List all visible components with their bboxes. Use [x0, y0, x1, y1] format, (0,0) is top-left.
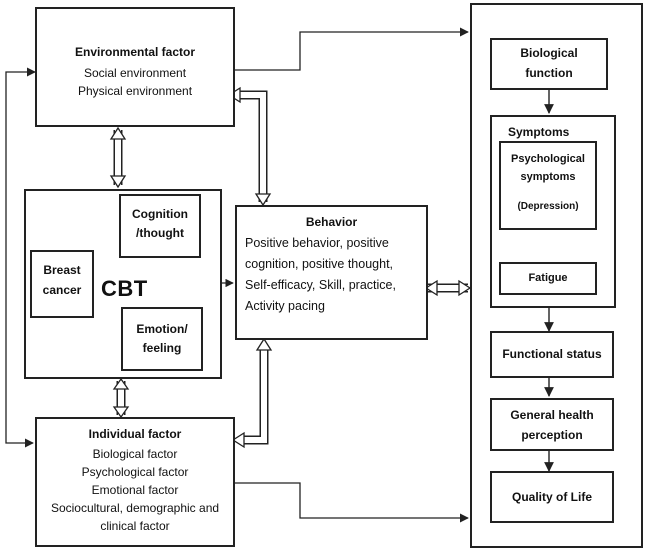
behavior-line-2: cognition, positive thought, — [245, 257, 394, 271]
psychological-factor-label: Psychological factor — [81, 465, 189, 479]
cognition-line-2: /thought — [136, 226, 184, 240]
functional-status-box: Functional status — [490, 331, 614, 378]
left-loop-arrow — [5, 67, 36, 448]
behavior-box: Behavior Positive behavior, positive cog… — [235, 205, 428, 340]
breast-cancer-box: Breast cancer — [30, 250, 94, 318]
general-health-line-1: General health — [510, 408, 594, 422]
biological-line-1: Biological — [520, 46, 578, 60]
behavior-line-1: Positive behavior, positive — [245, 236, 389, 250]
fatigue-label: Fatigue — [528, 272, 568, 284]
outcomes-panel — [470, 3, 643, 548]
behavior-line-4: Activity pacing — [245, 299, 325, 313]
individual-factor-box: Individual factor Biological factor Psyc… — [35, 417, 235, 547]
emotion-line-1: Emotion/ — [136, 322, 188, 336]
behavior-title: Behavior — [305, 215, 358, 229]
cognition-box: Cognition /thought — [119, 194, 201, 258]
cognition-line-1: Cognition — [132, 207, 188, 221]
env-cbt-double-arrow — [109, 126, 127, 189]
emotion-line-2: feeling — [142, 341, 182, 355]
cbt-individual-double-arrow — [112, 377, 130, 419]
individual-factor-title: Individual factor — [88, 427, 182, 441]
clinical-factor-label: clinical factor — [100, 519, 170, 533]
sociocultural-label: Sociocultural, demographic and — [50, 501, 220, 515]
individual-to-outcomes-arrow — [235, 482, 469, 523]
biological-line-2: function — [525, 66, 573, 80]
general-health-box: General health perception — [490, 398, 614, 451]
env-behavior-double-arrow — [227, 86, 272, 207]
breast-cancer-line-1: Breast — [43, 263, 81, 277]
biological-function-box: Biological function — [490, 38, 608, 90]
psychological-line-2: symptoms — [520, 171, 576, 183]
behavior-line-3: Self-efficacy, Skill, practice, — [245, 278, 396, 292]
cbt-label: CBT — [101, 276, 148, 301]
psychological-symptoms-box: Psychological symptoms (Depression) — [499, 141, 597, 230]
functional-status-label: Functional status — [502, 347, 602, 361]
breast-cancer-line-2: cancer — [42, 283, 82, 297]
general-health-line-2: perception — [521, 428, 583, 442]
environmental-factor-box: Environmental factor Social environment … — [35, 7, 235, 127]
biological-factor-label: Biological factor — [92, 447, 178, 461]
env-to-outcomes-arrow — [235, 27, 469, 71]
quality-of-life-label: Quality of Life — [511, 490, 592, 504]
physical-environment-label: Physical environment — [77, 84, 193, 98]
behavior-outcomes-double-arrow — [424, 279, 472, 297]
symptoms-title: Symptoms — [508, 125, 570, 139]
emotion-box: Emotion/ feeling — [121, 307, 203, 371]
depression-label: (Depression) — [517, 201, 579, 212]
social-environment-label: Social environment — [83, 66, 187, 80]
fatigue-box: Fatigue — [499, 262, 597, 295]
quality-of-life-box: Quality of Life — [490, 471, 614, 523]
psychological-line-1: Psychological — [511, 153, 585, 165]
emotional-factor-label: Emotional factor — [91, 483, 179, 497]
individual-behavior-double-arrow — [231, 337, 273, 449]
environmental-factor-title: Environmental factor — [74, 45, 196, 59]
